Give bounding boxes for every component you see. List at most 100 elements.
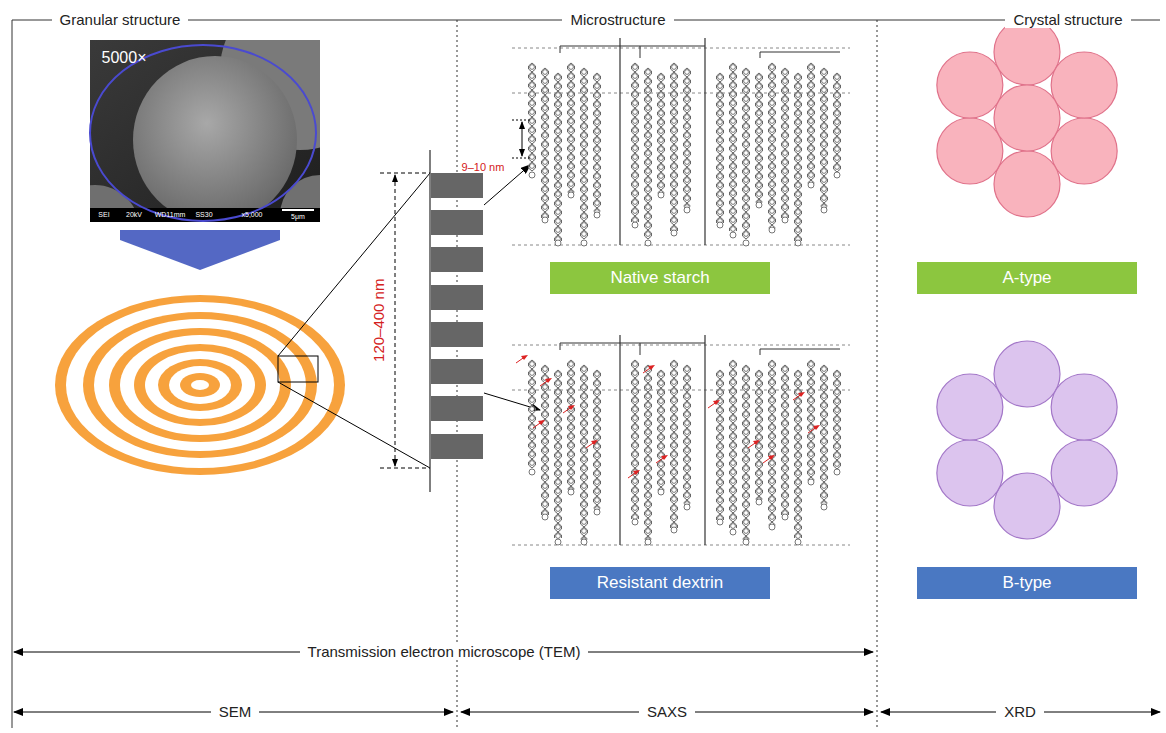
helix-bead <box>672 92 677 97</box>
helix-bead <box>582 457 587 462</box>
helix-bead <box>595 84 600 89</box>
helix-bead <box>672 182 677 187</box>
chain-end <box>717 222 723 228</box>
helix-bead <box>744 475 749 480</box>
helix-bead <box>718 165 723 170</box>
helix-bead <box>633 200 638 205</box>
helix-bead <box>809 389 814 394</box>
helix-strand <box>632 360 639 519</box>
helix-bead <box>731 227 736 232</box>
helix-bead <box>672 119 677 124</box>
helix-bead <box>731 74 736 79</box>
magnification: 5000× <box>102 49 147 67</box>
helix-bead <box>809 362 814 367</box>
helix-bead <box>809 416 814 421</box>
helix-bead <box>595 399 600 404</box>
ring <box>158 359 242 411</box>
lamella <box>431 322 483 347</box>
box-label: Native starch <box>610 268 709 288</box>
helix-strand <box>529 360 536 468</box>
helix-section <box>994 473 1060 539</box>
helix-section <box>937 374 1003 440</box>
helix-bead <box>770 371 775 376</box>
helix-bead <box>672 65 677 70</box>
helix-bead <box>796 228 801 233</box>
helix-bead <box>685 376 690 381</box>
helix-bead <box>530 83 535 88</box>
helix-bead <box>556 480 561 485</box>
helix-bead <box>646 70 651 75</box>
helix-bead <box>672 164 677 169</box>
helix-bead <box>835 84 840 89</box>
helix-bead <box>543 79 548 84</box>
helix-bead <box>646 484 651 489</box>
helix-strand <box>730 63 737 231</box>
helix-bead <box>685 160 690 165</box>
helix-bead <box>796 525 801 530</box>
helix-bead <box>783 502 788 507</box>
helix-strand <box>645 365 652 539</box>
crystal-type-box: A-type <box>917 262 1137 294</box>
helix-bead <box>770 416 775 421</box>
helix-bead <box>672 479 677 484</box>
helix-bead <box>770 497 775 502</box>
helix-bead <box>783 376 788 381</box>
helix-bead <box>646 178 651 183</box>
helix-bead <box>556 489 561 494</box>
helix-bead <box>595 444 600 449</box>
helix-bead <box>582 520 587 525</box>
helix-bead <box>744 178 749 183</box>
chain-end <box>568 489 574 495</box>
helix-strand <box>782 365 789 515</box>
helix-strand <box>542 365 549 515</box>
helix-bead <box>646 439 651 444</box>
helix-bead <box>685 169 690 174</box>
helix-bead <box>809 155 814 160</box>
helix-bead <box>646 376 651 381</box>
helix-bead <box>672 83 677 88</box>
helix-bead <box>646 223 651 228</box>
helix-bead <box>731 137 736 142</box>
helix-bead <box>530 146 535 151</box>
helix-bead <box>543 484 548 489</box>
helix-bead <box>744 493 749 498</box>
chain-end <box>808 479 814 485</box>
helix-bead <box>757 84 762 89</box>
helix-bead <box>556 219 561 224</box>
helix-bead <box>718 102 723 107</box>
helix-bead <box>582 394 587 399</box>
chain-end <box>671 230 677 236</box>
helix-bead <box>582 88 587 93</box>
helix-bead <box>659 84 664 89</box>
helix-strand <box>821 365 828 503</box>
helix-bead <box>530 119 535 124</box>
helix-bead <box>543 205 548 210</box>
helix-bead <box>783 178 788 183</box>
attack-arrowhead <box>753 440 760 445</box>
helix-bead <box>556 471 561 476</box>
helix-bead <box>556 372 561 377</box>
helix-bead <box>543 403 548 408</box>
chain-end <box>756 202 762 208</box>
helix-bead <box>556 453 561 458</box>
helix-bead <box>685 178 690 183</box>
helix-bead <box>646 421 651 426</box>
helix-bead <box>646 187 651 192</box>
method-label: SAXS <box>639 704 695 721</box>
helix-bead <box>633 488 638 493</box>
helix-bead <box>822 376 827 381</box>
helix-bead <box>770 389 775 394</box>
helix-bead <box>685 394 690 399</box>
helix-bead <box>672 425 677 430</box>
sample-box: Native starch <box>550 262 770 294</box>
helix-bead <box>556 210 561 215</box>
helix-strand <box>555 370 562 538</box>
helix-bead <box>757 480 762 485</box>
helix-bead <box>685 403 690 408</box>
helix-bead <box>822 493 827 498</box>
chain-end <box>568 192 574 198</box>
helix-bead <box>796 471 801 476</box>
helix-bead <box>556 516 561 521</box>
dimension: 9–10 nm <box>462 161 505 173</box>
helix-bead <box>744 430 749 435</box>
